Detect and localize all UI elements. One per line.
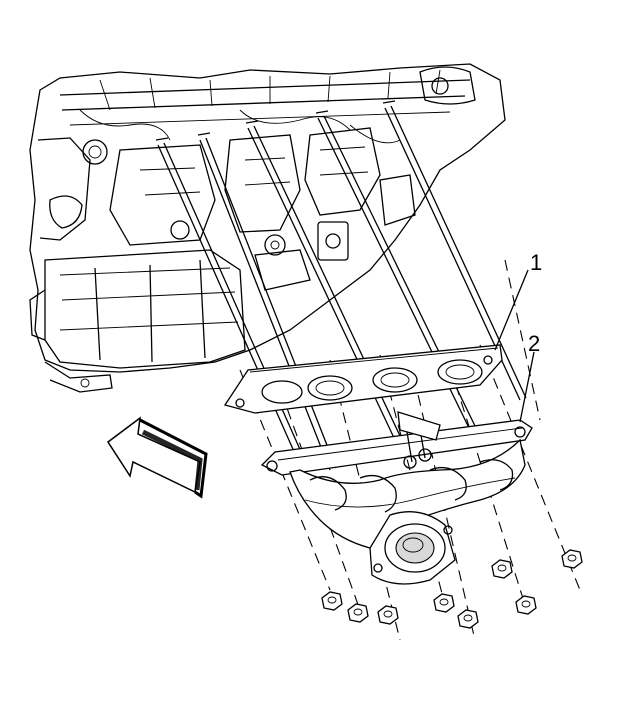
nut [321, 591, 343, 611]
manifold-gasket [223, 344, 503, 414]
callout-label-1: 1 [530, 250, 543, 275]
nut [433, 593, 455, 613]
callout-leaders [494, 269, 535, 423]
engine-block [29, 63, 506, 393]
front-direction-arrow-icon [106, 416, 208, 499]
nut [457, 609, 479, 629]
exhaust-manifold [260, 411, 533, 585]
nut [347, 603, 369, 623]
nut [491, 559, 513, 579]
nut [377, 605, 399, 625]
nut [515, 595, 537, 615]
studs [155, 100, 527, 471]
callout-label-2: 2 [528, 331, 541, 356]
manifold-nuts [321, 549, 583, 629]
nut [561, 549, 583, 569]
